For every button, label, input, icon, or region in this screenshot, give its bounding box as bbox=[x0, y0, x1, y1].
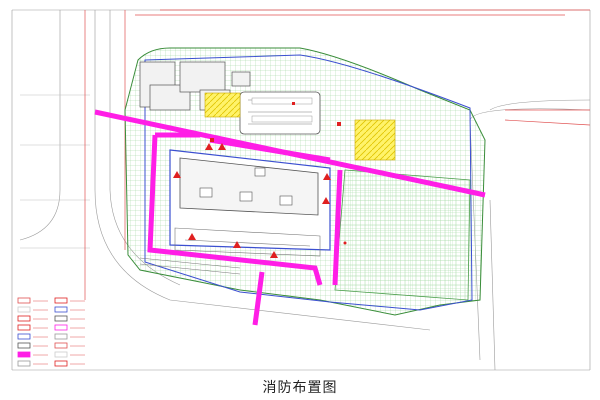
legend-swatch bbox=[17, 351, 31, 358]
fire-hydrant-markers bbox=[173, 143, 331, 258]
fire-engine-pad-west bbox=[204, 92, 241, 118]
legend-swatch bbox=[54, 315, 68, 322]
legend-swatch bbox=[17, 306, 31, 313]
fire-hydrant-icon bbox=[205, 143, 213, 150]
building-setback-line bbox=[144, 54, 473, 311]
fire-hydrant-icon bbox=[218, 143, 226, 150]
fire-hydrant-icon bbox=[233, 241, 241, 248]
fire-engine-entrance-icon bbox=[337, 122, 341, 126]
fire-engine-entrance-icon bbox=[343, 241, 347, 245]
legend-swatch bbox=[54, 351, 68, 358]
fire-hydrant-icon bbox=[188, 233, 196, 240]
legend-swatch bbox=[17, 324, 31, 331]
fire-hydrant-icon bbox=[173, 171, 181, 178]
legend-swatch bbox=[17, 360, 31, 367]
legend-swatch bbox=[17, 315, 31, 322]
fire-engine-entrance-icon bbox=[210, 138, 214, 142]
fire-hydrant-icon bbox=[270, 251, 278, 258]
south-parking-strip bbox=[139, 227, 321, 275]
fire-engine-entrance-icon bbox=[292, 102, 295, 105]
fire-entry-markers bbox=[210, 102, 347, 245]
fire-lanes bbox=[94, 109, 486, 326]
fire-hydrant-icon bbox=[322, 197, 330, 204]
surrounding-road-lines bbox=[11, 9, 591, 371]
fire-engine-pad-east bbox=[354, 119, 396, 161]
legend-panel bbox=[17, 297, 85, 367]
legend-swatch bbox=[17, 333, 31, 340]
legend-swatch bbox=[54, 324, 68, 331]
legend-swatch bbox=[54, 333, 68, 340]
north-parking-lot bbox=[239, 91, 321, 135]
legend-swatch bbox=[54, 297, 68, 304]
roof-detail bbox=[199, 167, 293, 206]
legend-swatch bbox=[17, 342, 31, 349]
fire-hydrant-icon bbox=[323, 173, 331, 180]
legend-swatch bbox=[54, 360, 68, 367]
legend-swatch bbox=[54, 306, 68, 313]
legend-swatch bbox=[54, 342, 68, 349]
figure-caption: 消防布置图 bbox=[262, 380, 338, 396]
legend-swatch bbox=[17, 297, 31, 304]
